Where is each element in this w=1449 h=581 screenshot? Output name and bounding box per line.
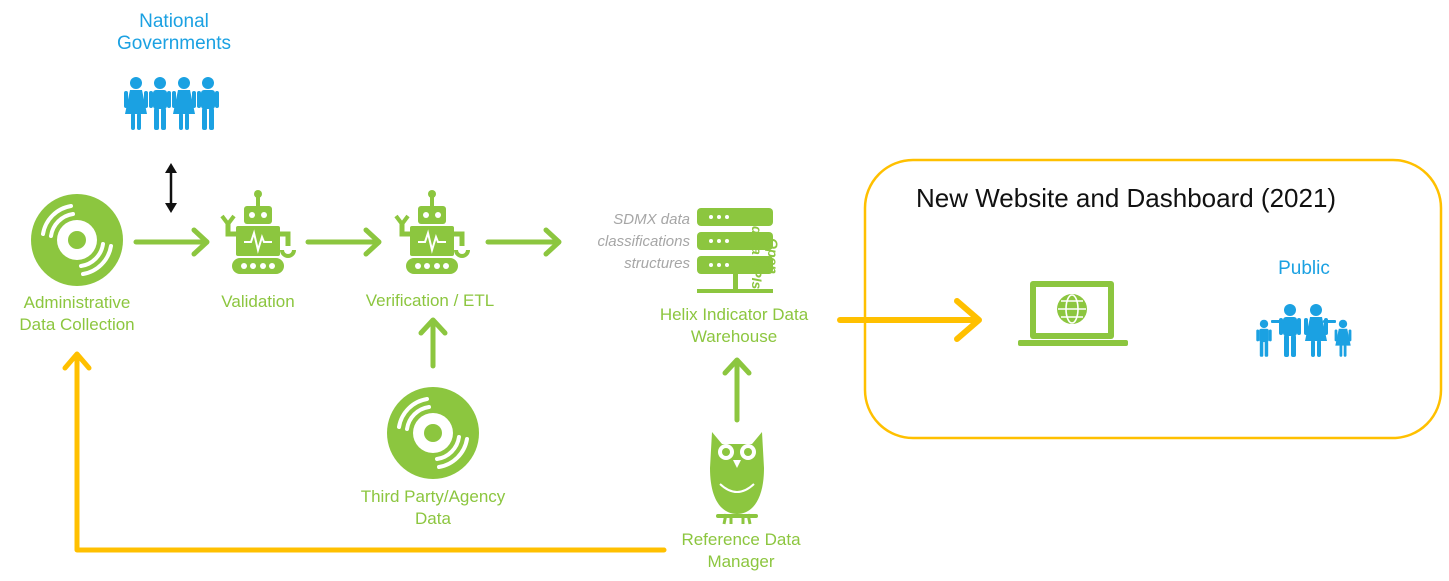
- yellow-publish-arrow: [837, 298, 982, 342]
- admin-data-line1: Administrative: [23, 293, 131, 312]
- reference-manager-line2: Manager: [707, 552, 775, 571]
- family-icon: [1256, 304, 1352, 357]
- admin-data-label: Administrative Data Collection: [0, 292, 157, 336]
- yellow-feedback-arrow: [62, 351, 667, 553]
- third-party-disc-icon: [385, 385, 481, 481]
- people-group-icon: [124, 77, 219, 130]
- verification-robot-icon: [396, 190, 468, 274]
- third-party-line2: Data: [415, 509, 451, 528]
- bidirectional-arrow: [165, 163, 177, 213]
- note-structures: structures: [624, 255, 690, 272]
- warehouse-notes: SDMX data classifications structures: [560, 209, 690, 275]
- laptop-globe-icon: [1018, 281, 1128, 346]
- owl-icon: [710, 432, 764, 525]
- national-governments-line2: Governments: [116, 33, 232, 54]
- warehouse-line1: Helix Indicator Data: [659, 305, 809, 324]
- reference-manager-label: Reference Data Manager: [661, 529, 821, 573]
- apis-line2: data APIs: [749, 226, 765, 290]
- national-governments-line1: National: [139, 11, 209, 32]
- open-data-apis-label: Open data APIs: [749, 226, 781, 290]
- public-label: Public: [1278, 258, 1330, 279]
- note-classifications: classifications: [597, 233, 690, 250]
- national-governments-label: National Governments: [99, 11, 249, 55]
- note-sdmx: SDMX data: [613, 211, 690, 228]
- admin-data-line2: Data Collection: [19, 315, 135, 334]
- validation-robot-icon: [222, 190, 294, 274]
- warehouse-line2: Warehouse: [690, 327, 778, 346]
- dashboard-box: [863, 158, 1443, 440]
- warehouse-label: Helix Indicator Data Warehouse: [639, 304, 829, 348]
- apis-line1: Open: [765, 238, 781, 274]
- dashboard-title: New Website and Dashboard (2021): [916, 183, 1337, 213]
- validation-label: Validation: [221, 292, 295, 311]
- third-party-line1: Third Party/Agency: [360, 487, 506, 506]
- green-arrows: [133, 227, 752, 423]
- admin-disc-icon: [29, 192, 125, 288]
- reference-manager-line1: Reference Data: [681, 530, 801, 549]
- third-party-label: Third Party/Agency Data: [338, 486, 528, 530]
- verification-label: Verification / ETL: [365, 291, 495, 310]
- server-icon: [697, 208, 773, 293]
